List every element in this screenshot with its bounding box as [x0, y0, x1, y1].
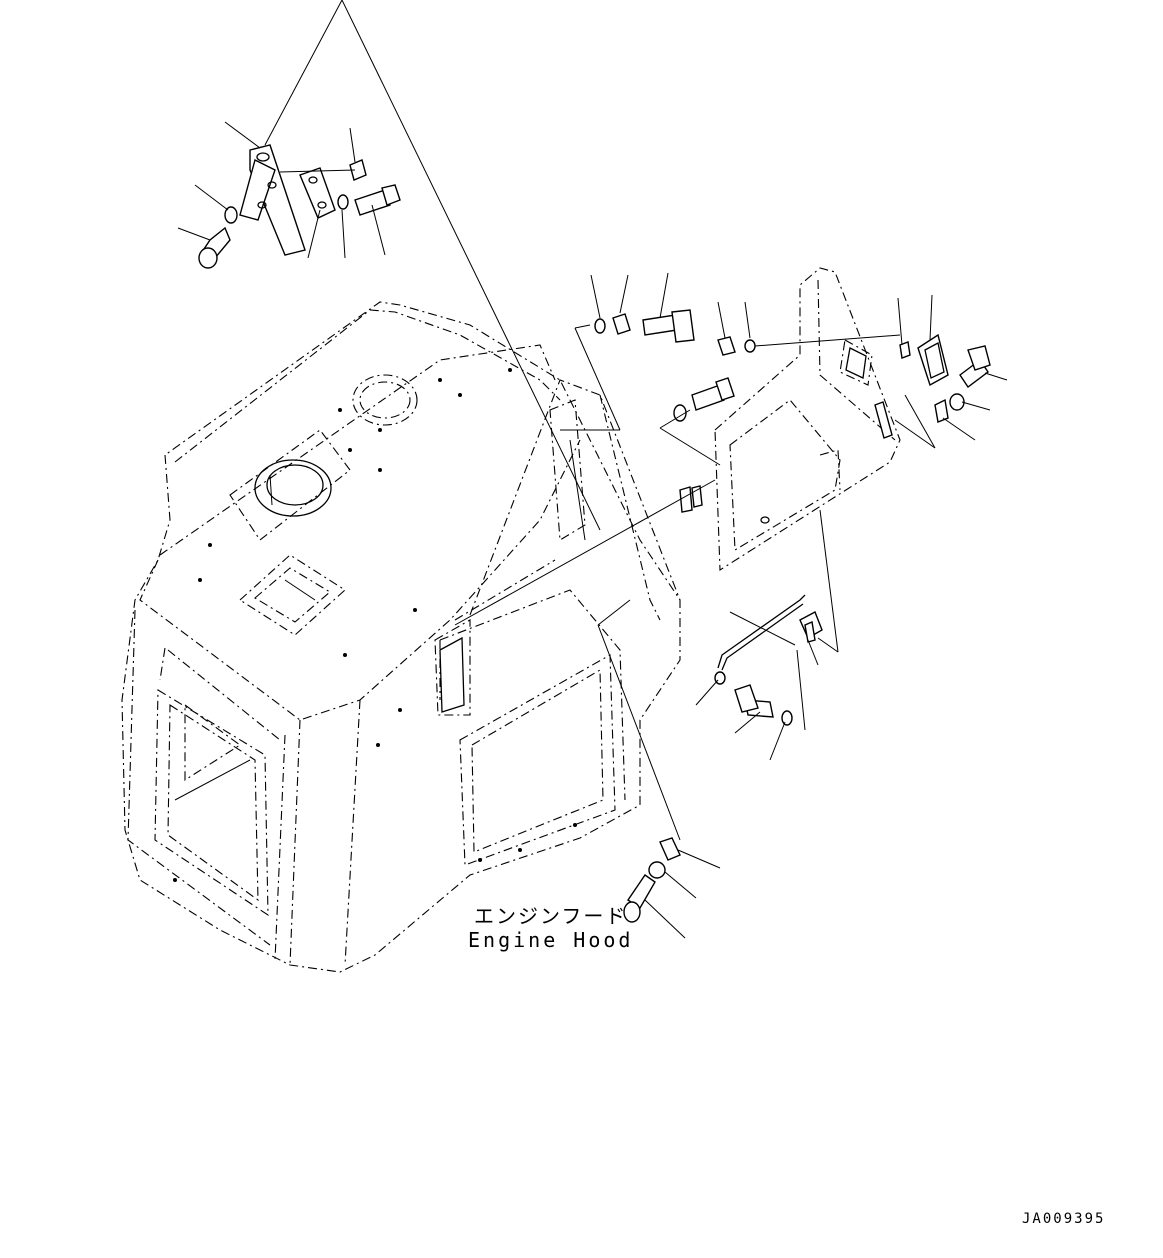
- hinge-bracket-icon: [239, 144, 306, 256]
- diagram-caption-english: Engine Hood: [468, 928, 634, 952]
- bolt-icon: [198, 184, 401, 269]
- cap-nut-icon: [349, 159, 367, 181]
- engine-hood-outline: [121, 301, 681, 973]
- bolt-icon: [623, 684, 774, 923]
- latch-icon: [899, 333, 949, 423]
- bolt-icon: [642, 309, 991, 411]
- bracket-icon: [874, 401, 893, 439]
- drawing-number: JA009395: [1022, 1211, 1106, 1227]
- fastener-holes: [173, 368, 577, 882]
- callout-leaders: [177, 0, 1008, 939]
- side-door-panel: [714, 267, 901, 571]
- diagram-caption-japanese: エンジンフード: [474, 904, 628, 928]
- clip-nut-icon: [659, 837, 681, 861]
- hood-hinge: [434, 399, 586, 716]
- side-opening: [459, 654, 616, 866]
- washer-icon: [648, 710, 793, 879]
- hinge-plate-icon: [299, 167, 336, 219]
- hinge-clip-icon: [679, 485, 703, 513]
- nut-icon: [612, 313, 736, 356]
- front-opening: [154, 689, 269, 917]
- inspection-cover: [239, 554, 346, 636]
- washer-icon: [224, 194, 349, 224]
- exhaust-flange: [229, 429, 351, 541]
- top-round-opening: [352, 374, 418, 426]
